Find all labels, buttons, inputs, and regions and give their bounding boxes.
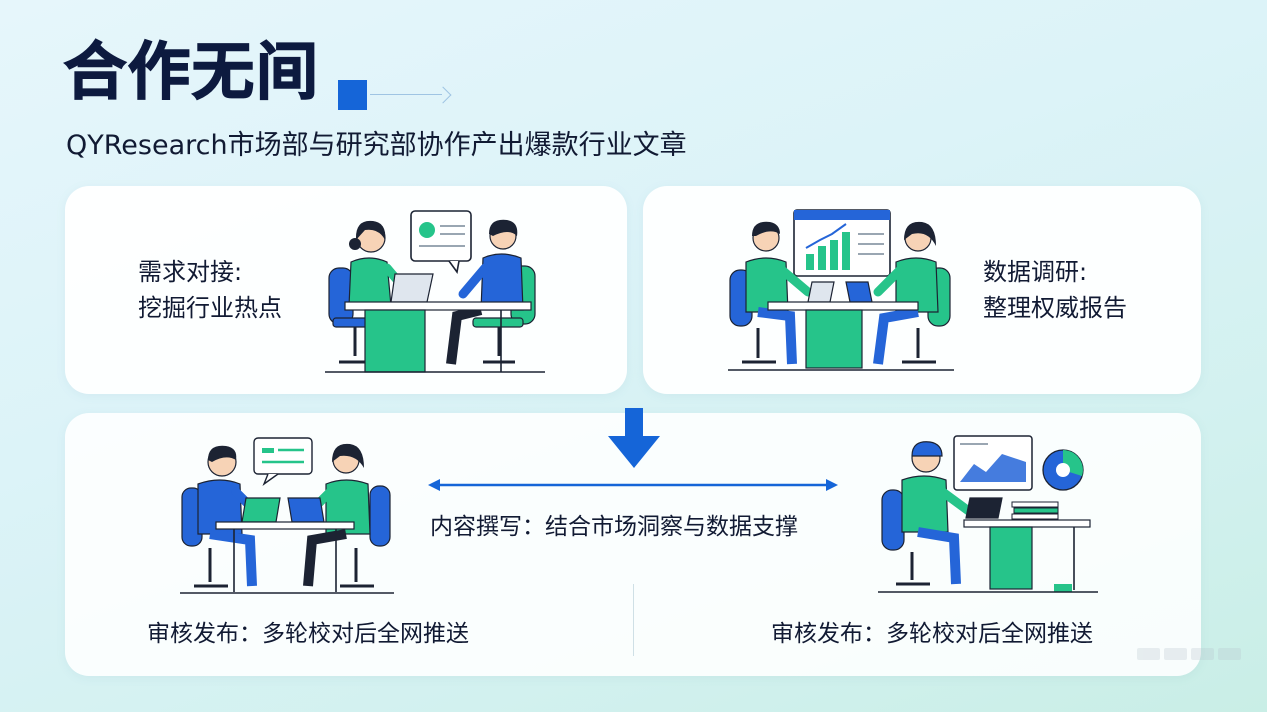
step-research-title: 数据调研: bbox=[983, 258, 1088, 286]
illustration-review-analyst bbox=[878, 435, 1098, 593]
step-review-left-label: 审核发布：多轮校对后全网推送 bbox=[147, 621, 469, 647]
step-demand-label: 需求对接: 挖掘行业热点 bbox=[138, 254, 282, 326]
bar-chart-icon bbox=[793, 209, 891, 277]
title-decor-arrow-icon bbox=[434, 86, 452, 104]
illustration-research bbox=[728, 209, 954, 371]
area-chart-icon bbox=[953, 435, 1033, 491]
title-accent-block bbox=[338, 80, 367, 110]
down-arrow-icon bbox=[608, 408, 660, 468]
chat-bubble-icon bbox=[253, 437, 313, 486]
watermark-logo bbox=[1137, 648, 1241, 660]
bottom-divider bbox=[633, 584, 634, 656]
title-decor-line bbox=[370, 94, 442, 95]
step-demand-title: 需求对接: bbox=[138, 258, 243, 286]
chat-bubble-icon bbox=[410, 210, 472, 274]
step-demand-desc: 挖掘行业热点 bbox=[138, 294, 282, 322]
page-subtitle: QYResearch市场部与研究部协作产出爆款行业文章 bbox=[66, 130, 687, 161]
step-research-label: 数据调研: 整理权威报告 bbox=[983, 254, 1127, 326]
illustration-demand-meeting bbox=[325, 210, 545, 373]
step-review-right-label: 审核发布：多轮校对后全网推送 bbox=[771, 621, 1093, 647]
pie-chart-icon bbox=[1042, 449, 1084, 491]
step-content-label: 内容撰写：结合市场洞察与数据支撑 bbox=[430, 514, 798, 540]
double-arrow-icon bbox=[428, 479, 838, 491]
page-title: 合作无间 bbox=[63, 34, 321, 109]
step-research-desc: 整理权威报告 bbox=[983, 294, 1127, 322]
illustration-content-writing bbox=[180, 437, 394, 594]
